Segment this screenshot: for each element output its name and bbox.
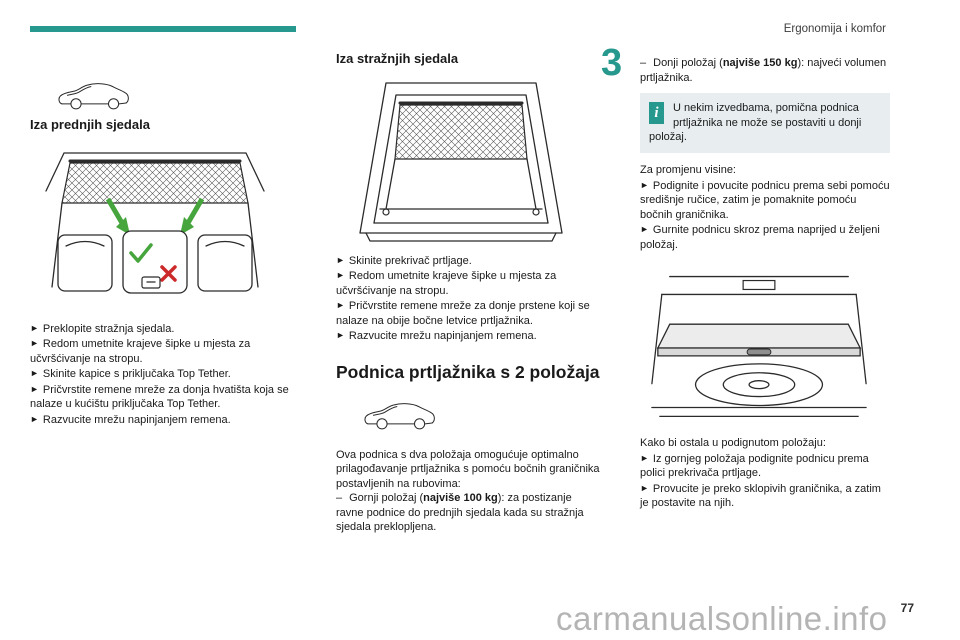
- column-left: Iza prednjih sjedala: [30, 70, 298, 427]
- illustration-boot-floor: [640, 266, 890, 424]
- dash-marker: –: [336, 492, 343, 504]
- section-heading-front-seats: Iza prednjih sjedala: [30, 117, 150, 132]
- step-text: Preklopite stražnja sjedala.: [42, 322, 175, 335]
- step-arrow-icon: ►: [336, 330, 345, 340]
- step-text: Redom umetnite krajeve šipke u mjesta za…: [336, 270, 557, 297]
- position-text: Gornji položaj (: [349, 492, 424, 504]
- instruction-step: ►Provucite je preko sklopivih graničnika…: [640, 481, 890, 511]
- step-arrow-icon: ►: [30, 338, 39, 348]
- step-arrow-icon: ►: [336, 254, 345, 265]
- instruction-step: ►Pričvrstite remene mreže za donja hvati…: [30, 382, 298, 412]
- position-item-lower: –Donji položaj (najviše 150 kg): najveći…: [640, 56, 890, 85]
- instruction-step: ►Razvucite mrežu napinjanjem remena.: [30, 412, 298, 428]
- site-watermark: carmanualsonline.info: [556, 600, 888, 637]
- car-icon: [56, 78, 298, 114]
- position-item-upper: –Gornji položaj (najviše 100 kg): za pos…: [336, 491, 600, 535]
- page-number: 77: [900, 601, 914, 615]
- column-right: –Donji položaj (najviše 150 kg): najveći…: [640, 56, 890, 511]
- info-text: U nekim izvedbama, pomična podnica prtlj…: [649, 102, 862, 143]
- step-text: Gurnite podnicu skroz prema naprijed u ž…: [640, 224, 880, 251]
- step-arrow-icon: ►: [336, 300, 345, 310]
- step-arrow-icon: ►: [640, 482, 649, 493]
- step-text: Skinite kapice s priključaka Top Tether.: [42, 368, 231, 380]
- info-icon: i: [649, 102, 664, 124]
- instruction-step: ►Iz gornjeg položaja podignite podnicu p…: [640, 451, 890, 481]
- instruction-step: ►Skinite kapice s priključaka Top Tether…: [30, 366, 298, 382]
- step-arrow-icon: ►: [640, 452, 649, 463]
- step-arrow-icon: ►: [336, 270, 345, 280]
- running-header: Ergonomija i komfor: [783, 23, 886, 35]
- step-text: Razvucite mrežu napinjanjem remena.: [348, 330, 537, 342]
- position-weight-bold: najviše 100 kg: [423, 492, 498, 504]
- position-text: ): za postizanje ravne podnice do prednj…: [336, 492, 584, 533]
- step-text: Podignite i povucite podnicu prema sebi …: [640, 179, 890, 221]
- chapter-accent-bar: [30, 26, 296, 32]
- instruction-step: ►Redom umetnite krajeve šipke u mjesta z…: [336, 268, 600, 298]
- boot-floor-intro: Ova podnica s dva položaja omogućuje opt…: [336, 448, 600, 490]
- position-text: Donji položaj (: [653, 57, 723, 69]
- step-text: Pričvrstite remene mreže za donje prsten…: [336, 300, 590, 327]
- instruction-step: ►Preklopite stražnja sjedala.: [30, 321, 298, 337]
- step-arrow-icon: ►: [30, 413, 39, 424]
- illustration-cargo-net-front: [30, 141, 298, 313]
- instruction-step: ►Podignite i povucite podnicu prema sebi…: [640, 178, 890, 223]
- step-text: Provucite je preko sklopivih graničnika,…: [640, 482, 881, 510]
- step-text: Redom umetnite krajeve šipke u mjesta za…: [30, 338, 251, 365]
- info-note: i U nekim izvedbama, pomična podnica prt…: [640, 93, 890, 153]
- info-icon-glyph: i: [654, 104, 659, 121]
- instruction-step: ►Pričvrstite remene mreže za donje prste…: [336, 298, 600, 328]
- step-text: Razvucite mrežu napinjanjem remena.: [42, 413, 231, 426]
- step-arrow-icon: ►: [30, 368, 39, 378]
- height-change-lead: Za promjenu visine:: [640, 164, 736, 176]
- position-weight-bold: najviše 150 kg: [722, 57, 798, 69]
- dash-marker: –: [640, 57, 647, 69]
- instruction-step: ►Redom umetnite krajeve šipke u mjesta z…: [30, 336, 298, 366]
- step-arrow-icon: ►: [30, 322, 39, 333]
- section-title-boot-floor: Podnica prtljažnika s 2 položaja: [336, 361, 600, 382]
- instruction-step: ►Skinite prekrivač prtljage.: [336, 253, 600, 269]
- column-middle: Iza stražnjih sjedala ►Skinite prekriv: [336, 51, 600, 535]
- step-arrow-icon: ►: [640, 224, 649, 234]
- step-arrow-icon: ►: [30, 383, 39, 394]
- instruction-step: ►Razvucite mrežu napinjanjem remena.: [336, 328, 600, 344]
- section-heading-rear-seats: Iza stražnjih sjedala: [336, 51, 459, 66]
- step-text: Pričvrstite remene mreže za donja hvatiš…: [30, 383, 289, 411]
- raised-position-lead: Kako bi ostala u podignutom položaju:: [640, 437, 826, 449]
- instruction-step: ►Gurnite podnicu skroz prema naprijed u …: [640, 222, 890, 252]
- illustration-cargo-net-rear: [336, 75, 600, 245]
- step-arrow-icon: ►: [640, 179, 649, 190]
- car-icon: [362, 398, 600, 434]
- chapter-number: 3: [601, 42, 623, 84]
- step-text: Skinite prekrivač prtljage.: [348, 254, 472, 267]
- position-text: ): najveći volumen prtljažnika.: [640, 57, 887, 84]
- step-text: Iz gornjeg položaja podignite podnicu pr…: [640, 452, 869, 480]
